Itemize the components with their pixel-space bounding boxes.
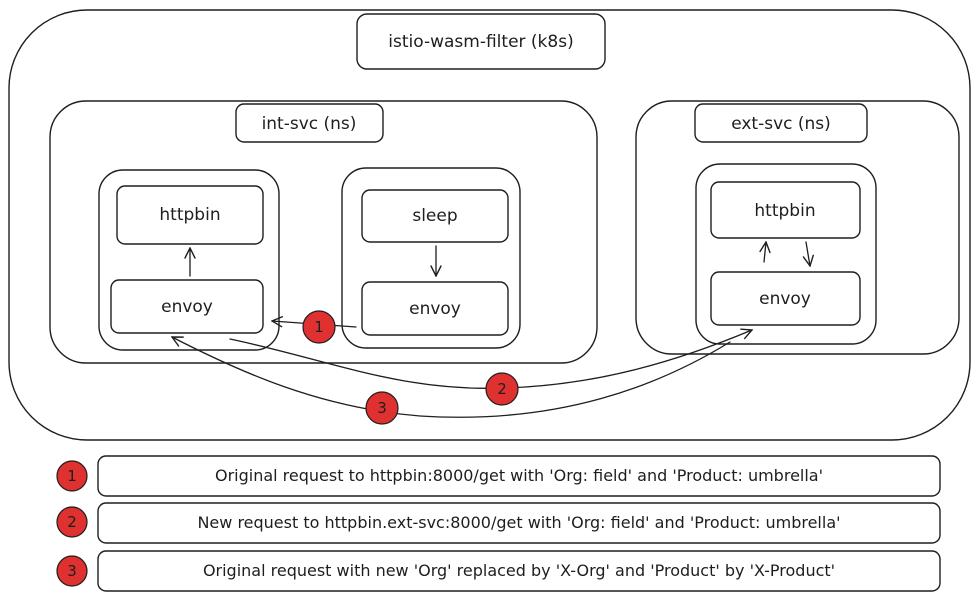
namespace-ext-svc-label: ext-svc (ns) (731, 114, 831, 134)
diagram-badge-3: 3 (365, 391, 399, 425)
container-int-httpbin-label: httpbin (159, 205, 220, 225)
container-ext-httpbin-envoy-label: envoy (759, 289, 811, 309)
container-ext-httpbin-label: httpbin (754, 201, 815, 221)
svg-text:1: 1 (67, 467, 77, 485)
container-sleep (361, 189, 509, 243)
legend-badge-2 (56, 506, 88, 538)
namespace-int-svc-label-box (235, 103, 384, 143)
edge-step-3 (172, 337, 731, 418)
cluster-label: istio-wasm-filter (k8s) (388, 32, 573, 52)
edge-ext-httpbin-to-envoy (806, 241, 810, 266)
pod-int-httpbin (98, 169, 280, 351)
legend-row-2: 2 New request to httpbin.ext-svc:8000/ge… (56, 502, 941, 544)
edge-ext-envoy-to-httpbin (764, 242, 766, 263)
legend-text-2: New request to httpbin.ext-svc:8000/get … (197, 513, 840, 532)
diagram-badge-1: 1 (302, 310, 336, 344)
pod-ext-httpbin (695, 163, 877, 345)
namespace-ext-svc-label-box (694, 103, 868, 143)
legend-row-3: 3 Original request with new 'Org' replac… (56, 550, 941, 592)
container-ext-httpbin-envoy (710, 271, 861, 326)
diagram-badge-2: 2 (485, 372, 519, 406)
svg-text:3: 3 (377, 399, 387, 417)
container-sleep-label: sleep (412, 206, 457, 226)
svg-text:2: 2 (497, 380, 507, 398)
legend-box-3 (97, 550, 941, 592)
cluster-label-box (356, 13, 606, 70)
legend-row-1: 1 Original request to httpbin:8000/get w… (56, 455, 941, 497)
legend-badge-3 (56, 555, 88, 587)
svg-text:1: 1 (314, 318, 324, 336)
svg-text:2: 2 (67, 513, 77, 531)
container-sleep-envoy-label: envoy (409, 299, 461, 319)
legend-badge-1 (56, 460, 88, 492)
namespace-int-svc-label: int-svc (ns) (262, 114, 357, 134)
container-ext-httpbin (710, 181, 861, 239)
cluster-boundary (8, 9, 971, 441)
legend-text-3: Original request with new 'Org' replaced… (203, 561, 835, 580)
legend-text-1: Original request to httpbin:8000/get wit… (215, 466, 823, 485)
pod-int-sleep (341, 167, 521, 349)
container-int-httpbin (116, 185, 264, 245)
container-int-httpbin-envoy-label: envoy (161, 297, 213, 317)
namespace-ext-svc (635, 100, 960, 355)
namespace-int-svc (49, 100, 598, 364)
legend-box-1 (97, 455, 941, 497)
container-int-httpbin-envoy (110, 279, 264, 334)
container-sleep-envoy (361, 281, 509, 336)
svg-text:3: 3 (67, 562, 77, 580)
legend-box-2 (97, 502, 941, 544)
